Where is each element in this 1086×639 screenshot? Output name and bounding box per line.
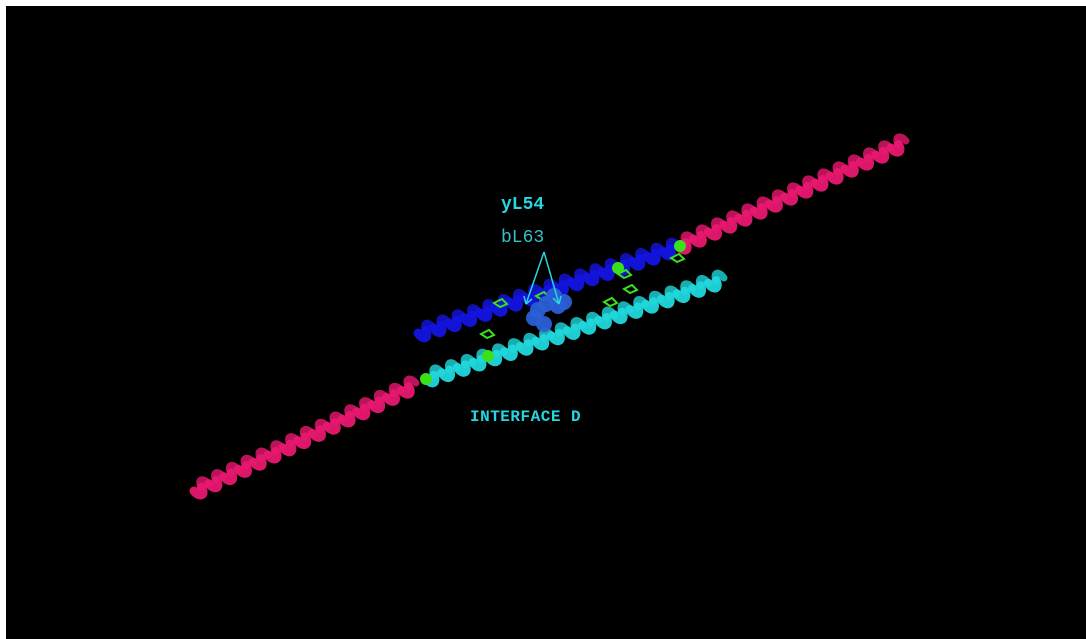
interface-label: INTERFACE D — [470, 408, 582, 426]
protein-structure-render — [189, 133, 910, 500]
residue-sphere — [530, 302, 546, 318]
junction-segment — [420, 373, 432, 385]
junction-segment — [674, 240, 686, 252]
junction-segment — [482, 350, 494, 362]
arrow-head-bl63 — [552, 295, 562, 305]
side-chain-stick — [669, 252, 686, 264]
helix-pink-lower — [189, 375, 420, 500]
side-chain-stick — [616, 268, 633, 280]
helix-coil-back — [893, 133, 910, 148]
residue-sphere — [536, 316, 552, 332]
side-chain-stick — [479, 328, 496, 340]
residue-label-bl63: bL63 — [501, 228, 545, 248]
residue-sphere — [550, 298, 566, 314]
helix-coil-back — [711, 269, 728, 285]
side-chain-stick — [492, 297, 509, 309]
helix-pink-upper — [673, 133, 910, 255]
arrow-head-yl54 — [523, 295, 533, 305]
helix-cyan — [421, 269, 728, 388]
arrow-yl54 — [525, 251, 545, 305]
junction-segment — [612, 262, 624, 274]
molecular-viewer-canvas[interactable]: yL54 bL63 INTERFACE D — [6, 6, 1086, 639]
side-chain-stick — [602, 296, 619, 308]
arrow-bl63 — [543, 251, 560, 305]
residue-label-yl54: yL54 — [501, 195, 545, 215]
side-chain-stick — [622, 283, 639, 295]
helix-coil-back — [403, 375, 420, 391]
